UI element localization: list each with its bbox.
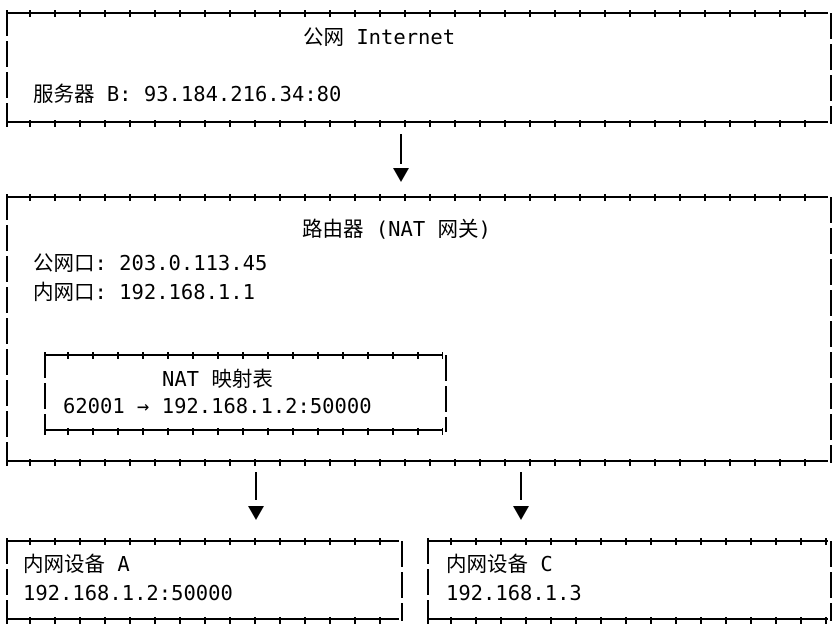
internet-box-title: 公网 Internet — [303, 25, 456, 49]
internet-box — [6, 10, 832, 127]
device-a-name: 内网设备 A — [23, 552, 130, 576]
device-c-address: 192.168.1.3 — [446, 581, 582, 605]
arrow-line-internet-to-router — [400, 134, 402, 164]
nat-table-box — [44, 352, 447, 435]
down-arrowhead-icon — [513, 506, 529, 520]
device-c-box — [427, 538, 832, 624]
lan-port-line: 内网口: 192.168.1.1 — [33, 280, 255, 304]
device-c-name: 内网设备 C — [446, 552, 553, 576]
device-a-address: 192.168.1.2:50000 — [23, 581, 233, 605]
nat-mapping-line: 62001 → 192.168.1.2:50000 — [63, 394, 372, 418]
device-a-box — [6, 538, 403, 624]
router-box-title: 路由器 (NAT 网关) — [302, 217, 491, 241]
wan-port-line: 公网口: 203.0.113.45 — [33, 251, 268, 275]
down-arrowhead-icon — [393, 168, 409, 182]
arrow-line-router-to-device-a — [255, 472, 257, 500]
arrow-line-router-to-device-c — [520, 472, 522, 500]
server-b-line: 服务器 B: 93.184.216.34:80 — [33, 82, 342, 106]
nat-table-title: NAT 映射表 — [162, 367, 273, 391]
down-arrowhead-icon — [248, 506, 264, 520]
